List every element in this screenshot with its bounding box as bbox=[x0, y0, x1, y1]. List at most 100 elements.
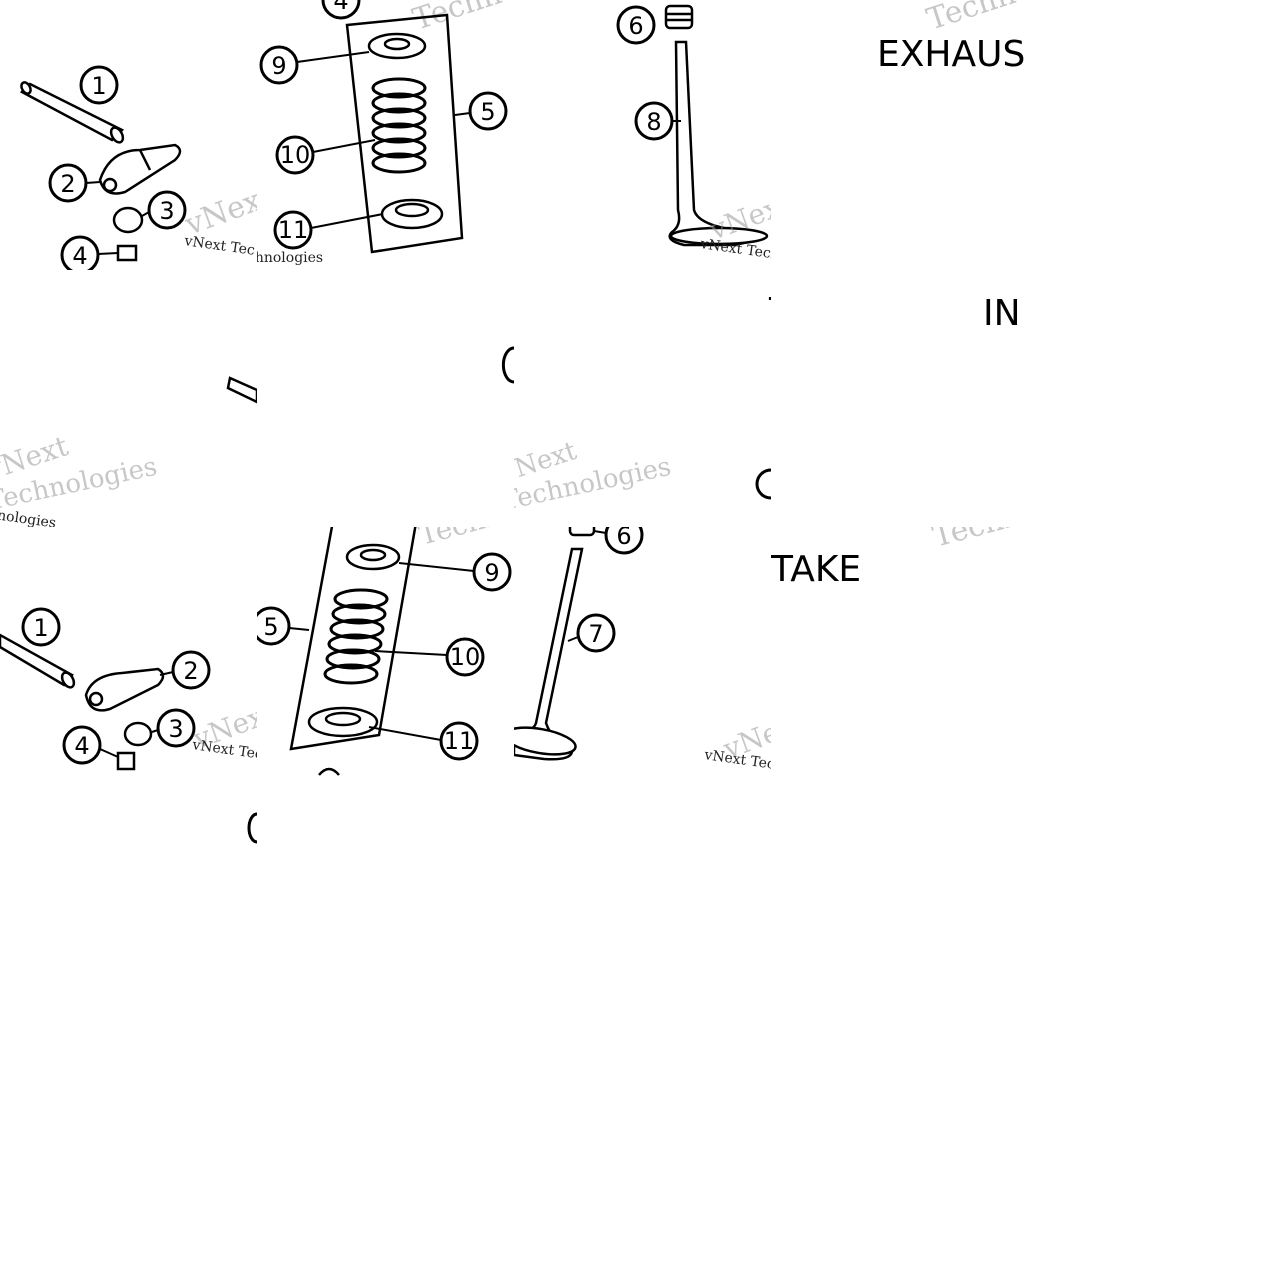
callout-fragment-c bbox=[755, 468, 771, 500]
callout-10-intake: 10 bbox=[374, 637, 485, 677]
callout-6: 6 bbox=[616, 5, 656, 45]
rocker-shaft-fragment bbox=[226, 376, 257, 404]
heading-intake-part-b: TAKE bbox=[771, 549, 861, 590]
heading-intake-part-a: IN bbox=[983, 293, 1021, 334]
intake-valve-part bbox=[514, 547, 584, 761]
tile-row4-b: : bbox=[257, 784, 514, 1041]
intake-adjuster-nut-part bbox=[116, 751, 136, 771]
tile-exhaust-heading: Technologies EXHAUS bbox=[771, 0, 1028, 270]
intake-valve-drawing: 6 7 vNext vNext Tec bbox=[514, 527, 771, 773]
svg-text:2: 2 bbox=[60, 170, 75, 198]
intake-lower-fragment bbox=[318, 767, 340, 776]
intake-spring-set-frame bbox=[289, 527, 417, 751]
tile-row2-b bbox=[257, 270, 514, 527]
tile-exhaust-spring: Technologies 4 bbox=[257, 0, 514, 270]
callout-4-intake: 4 bbox=[62, 725, 119, 765]
svg-text:11: 11 bbox=[444, 727, 475, 755]
intake-heading-area: Technologies TAKE bbox=[771, 527, 1028, 590]
watermark-technologies-intake-d: Technologies bbox=[929, 527, 1028, 555]
row4-a-drawing: : bbox=[0, 812, 257, 1003]
callout-8: 8 bbox=[634, 101, 681, 141]
svg-text:2: 2 bbox=[183, 657, 198, 685]
svg-text:5: 5 bbox=[263, 613, 278, 641]
intake-cap-part bbox=[123, 721, 153, 747]
callout-2-intake: 2 bbox=[159, 650, 211, 690]
svg-text:5: 5 bbox=[480, 98, 495, 126]
intake-rocker-shaft-part bbox=[0, 633, 76, 689]
callout-11: 11 bbox=[273, 210, 384, 250]
callout-1: 1 bbox=[79, 65, 119, 105]
spring-retainer-part bbox=[367, 32, 427, 60]
svg-text:4: 4 bbox=[333, 0, 348, 15]
row4-a-fragment bbox=[247, 812, 257, 844]
heading-exhaust-part-a: EXHAUS bbox=[877, 34, 1025, 75]
svg-text:1: 1 bbox=[91, 72, 106, 100]
watermark-chnologies: chnologies bbox=[257, 250, 323, 266]
callout-fragment bbox=[501, 346, 514, 384]
svg-text:3: 3 bbox=[159, 197, 174, 225]
tile-exhaust-rocker: 1 2 3 4 vNext vNext Tec bbox=[0, 0, 257, 270]
exhaust-valve-drawing: 6 8 vNext vNext Technologies bbox=[616, 4, 771, 270]
exhaust-spring-drawing: Technologies 4 bbox=[257, 0, 514, 266]
rocker-shaft-part bbox=[19, 81, 125, 144]
svg-text:10: 10 bbox=[280, 141, 311, 169]
tile-row2-d: IN bbox=[771, 270, 1028, 527]
svg-text:6: 6 bbox=[616, 527, 631, 550]
svg-text:6: 6 bbox=[628, 12, 643, 40]
svg-text:4: 4 bbox=[72, 242, 87, 270]
tile-intake-heading: Technologies TAKE bbox=[771, 527, 1028, 784]
callout-4-top: 4 bbox=[321, 0, 361, 20]
row4-a-watermark-bit: : bbox=[0, 987, 1, 1003]
intake-stem-seal-part bbox=[568, 527, 596, 537]
callout-5: 5 bbox=[454, 91, 508, 131]
intake-spring-retainer-part bbox=[345, 543, 401, 571]
intake-rocker-arm-part bbox=[84, 667, 165, 712]
callout-3-intake: 3 bbox=[151, 708, 196, 748]
valve-stem-seal-part bbox=[664, 4, 694, 30]
row2-c-drawing: T vNext Technologies bbox=[514, 291, 771, 517]
callout-9: 9 bbox=[259, 45, 370, 85]
callout-11-intake: 11 bbox=[368, 721, 479, 761]
watermark-technologies: Technologies bbox=[409, 0, 514, 38]
svg-text:9: 9 bbox=[484, 559, 499, 587]
callout-5-intake: 5 bbox=[257, 606, 310, 646]
watermark-vnext-tec-intake: vNext Tec bbox=[190, 737, 257, 763]
row2-d-drawing: IN bbox=[983, 293, 1021, 334]
svg-text:4: 4 bbox=[74, 732, 89, 760]
exhaust-heading-area: Technologies EXHAUS bbox=[877, 0, 1028, 75]
spring-set-frame bbox=[345, 13, 464, 254]
callout-7: 7 bbox=[567, 613, 616, 653]
tile-intake-valve: 6 7 vNext vNext Tec bbox=[514, 527, 771, 784]
svg-text:11: 11 bbox=[278, 216, 309, 244]
row4-b-drawing: : bbox=[257, 987, 258, 1003]
tile-row2-a: vNext Technologies chnologies bbox=[0, 270, 257, 527]
valve-spring-part bbox=[371, 77, 427, 174]
row4-b-watermark-bit: : bbox=[257, 987, 258, 1003]
watermark-technologies-d: Technologies bbox=[923, 0, 1028, 38]
intake-spring-drawing: Technologies 9 bbox=[257, 527, 514, 776]
callout-2: 2 bbox=[48, 163, 101, 203]
svg-text:3: 3 bbox=[168, 715, 183, 743]
tile-intake-rocker: 1 2 3 4 vNext vNext Tec bbox=[0, 527, 257, 784]
tile-intake-spring: Technologies 9 bbox=[257, 527, 514, 784]
watermark-vnext-tec: vNext Tec bbox=[182, 233, 255, 259]
tile-row2-c: T vNext Technologies bbox=[514, 270, 771, 527]
rocker-arm-part bbox=[98, 143, 182, 195]
svg-text:8: 8 bbox=[646, 108, 661, 136]
callout-10: 10 bbox=[275, 135, 376, 175]
intake-spring-seat-part bbox=[307, 706, 379, 738]
watermark-technologies-intake: Technologies bbox=[415, 527, 514, 552]
intake-rocker-drawing: 1 2 3 4 vNext vNext Tec bbox=[0, 607, 257, 771]
svg-text:10: 10 bbox=[450, 643, 481, 671]
callout-9-intake: 9 bbox=[398, 552, 512, 592]
callout-4: 4 bbox=[60, 235, 119, 270]
svg-text:9: 9 bbox=[271, 52, 286, 80]
spring-seat-part bbox=[380, 198, 444, 230]
callout-3: 3 bbox=[141, 190, 187, 230]
callout-1-intake: 1 bbox=[21, 607, 61, 647]
exhaust-valve-part bbox=[668, 40, 769, 247]
row2-a-drawing: vNext Technologies chnologies bbox=[0, 376, 257, 527]
heading-exhaust-part-b: T bbox=[768, 291, 771, 332]
exhaust-rocker-drawing: 1 2 3 4 vNext vNext Tec bbox=[19, 65, 257, 270]
adjuster-nut-part bbox=[116, 244, 138, 262]
